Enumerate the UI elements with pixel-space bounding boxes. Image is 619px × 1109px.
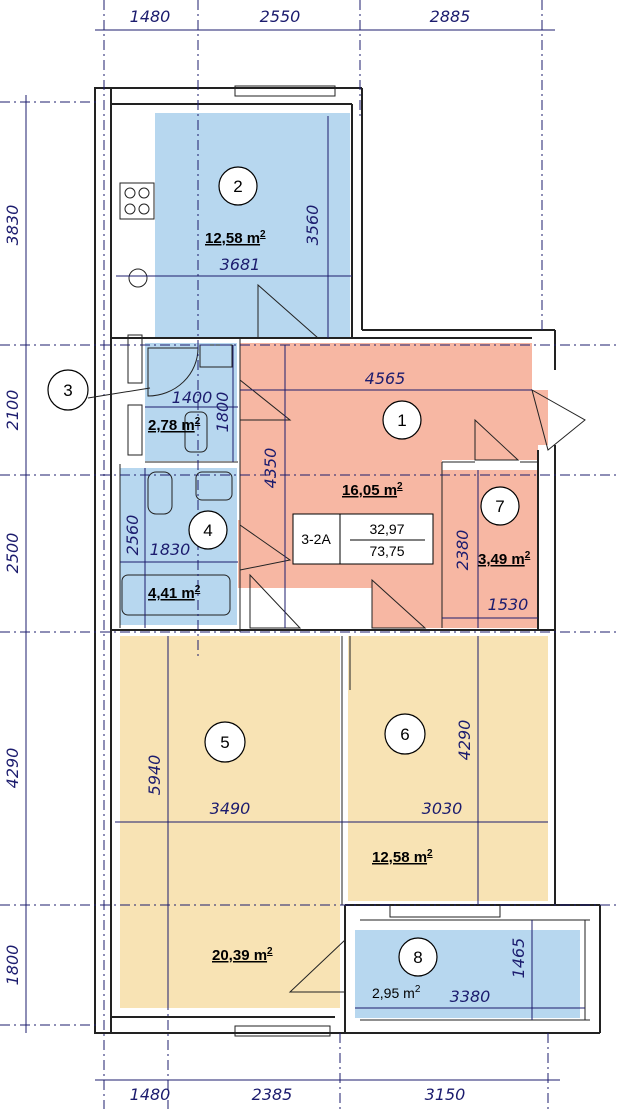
fixtures xyxy=(119,182,233,616)
room-2-area: 12,58 m2 xyxy=(205,229,266,247)
room-numbers: 2 1 3 4 7 5 6 8 xyxy=(47,166,520,977)
room-7-number: 7 xyxy=(495,497,504,516)
room-4-area: 4,41 m2 xyxy=(148,584,201,602)
dim-r5-width: 3490 xyxy=(210,799,251,818)
dim-r6-width: 3030 xyxy=(422,799,463,818)
dim-left-4: 4290 xyxy=(3,748,22,789)
dim-top-2: 2550 xyxy=(260,7,301,26)
dim-r2-width: 3681 xyxy=(220,255,261,274)
dim-r1-width: 4565 xyxy=(365,369,406,388)
room-8-number: 8 xyxy=(413,948,422,967)
room-4-number: 4 xyxy=(203,521,212,540)
shower-icon xyxy=(147,347,199,397)
dim-left-2: 2100 xyxy=(3,390,22,431)
dim-r6-height: 4290 xyxy=(455,720,474,761)
dim-left-5: 1800 xyxy=(3,945,22,986)
bathtub-icon xyxy=(121,574,231,616)
sink-icon xyxy=(128,268,148,288)
dim-r7-width: 1530 xyxy=(488,595,529,614)
total-area: 73,75 xyxy=(369,543,404,559)
room-1-area: 16,05 m2 xyxy=(342,481,403,499)
washbasin-2-icon xyxy=(195,471,233,501)
dim-r3-width: 1400 xyxy=(172,388,213,407)
dim-top-1: 1480 xyxy=(130,7,171,26)
dim-r4-height: 2560 xyxy=(123,515,142,556)
room-3-number: 3 xyxy=(63,381,72,400)
living-area: 32,97 xyxy=(369,521,404,537)
inner-dimensions: 3560 3681 4565 4350 1400 1800 2560 1830 … xyxy=(123,205,528,1006)
walls xyxy=(94,85,601,1037)
room-6-fill xyxy=(348,636,548,901)
dim-r1-height: 4350 xyxy=(261,448,280,489)
stove-icon xyxy=(119,182,155,220)
dim-r8-height: 1465 xyxy=(509,938,528,979)
dim-bottom-3: 3150 xyxy=(425,1085,466,1104)
room-6-area: 12,58 m2 xyxy=(372,848,433,866)
toilet-2-icon xyxy=(147,471,173,515)
apartment-type: 3-2A xyxy=(301,531,331,547)
room-5-area: 20,39 m2 xyxy=(212,946,273,964)
room-5-number: 5 xyxy=(220,733,229,752)
room-7-area: 3,49 m2 xyxy=(478,550,531,568)
room-3-fill xyxy=(145,343,237,461)
room-3-area: 2,78 m2 xyxy=(148,416,201,434)
room-2-fill xyxy=(155,113,350,339)
toilet-icon xyxy=(184,411,208,453)
dim-r5-height: 5940 xyxy=(145,755,164,796)
outer-dimensions: 1480 2550 2885 1480 2385 3150 3830 2100 … xyxy=(3,7,470,1104)
apartment-info-box: 3-2A 32,97 73,75 xyxy=(292,513,434,565)
dim-r4-width: 1830 xyxy=(150,540,191,559)
room-areas: 12,58 m2 16,05 m2 2,78 m2 4,41 m2 3,49 m… xyxy=(148,229,531,1001)
doors xyxy=(239,283,586,993)
dim-left-3: 2500 xyxy=(3,533,22,574)
dim-bottom-1: 1480 xyxy=(130,1085,171,1104)
room-8-area: 2,95 m2 xyxy=(372,984,421,1001)
dim-r2-height: 3560 xyxy=(303,205,322,246)
dim-r8-width: 3380 xyxy=(450,987,491,1006)
room-6-number: 6 xyxy=(400,725,409,744)
dim-r7-height: 2380 xyxy=(453,530,472,571)
dim-bottom-2: 2385 xyxy=(252,1085,293,1104)
dim-r3-height: 1800 xyxy=(213,392,232,433)
room-2-number: 2 xyxy=(233,177,242,196)
dim-left-1: 3830 xyxy=(3,205,22,246)
room-1-number: 1 xyxy=(397,411,406,430)
dim-top-3: 2885 xyxy=(430,7,471,26)
room-8-fill xyxy=(355,930,580,1018)
